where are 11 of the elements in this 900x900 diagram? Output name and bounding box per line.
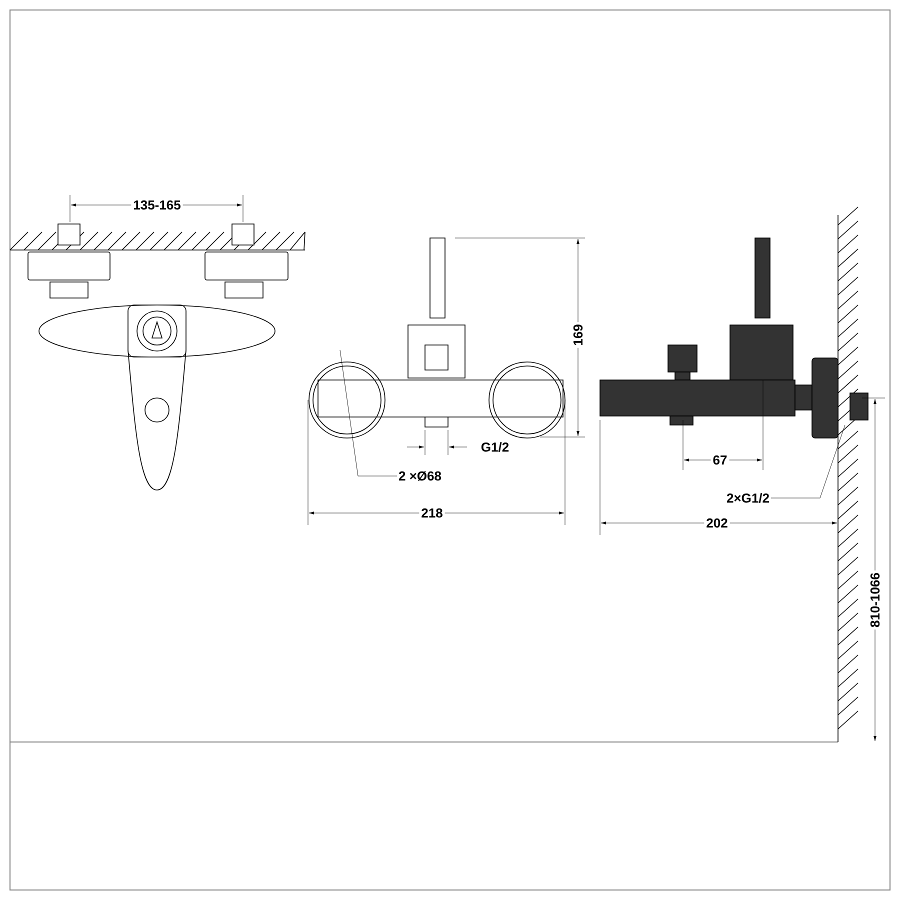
leader-line [770, 424, 846, 498]
dimension-label: 67 [710, 453, 730, 467]
dimension-label: 2×G1/2 [726, 493, 769, 503]
dimension-label: 810-1066 [868, 570, 882, 630]
dimension-label: 169 [571, 322, 585, 348]
dimension-label: G1/2 [478, 440, 512, 454]
leader-line [340, 350, 398, 476]
dimension-label: 135-165 [131, 198, 183, 212]
dimension-label: 2 ×Ø68 [398, 471, 442, 481]
dimension-label: 218 [419, 506, 445, 520]
dimension-label: 202 [704, 516, 730, 530]
